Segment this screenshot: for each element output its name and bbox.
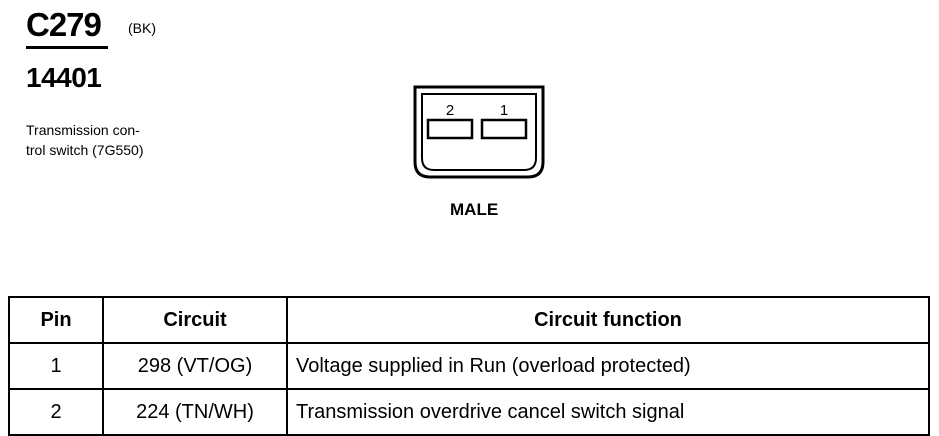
header-circuit: Circuit <box>102 296 288 344</box>
pin-cavity-2 <box>426 118 474 140</box>
pin-number-2: 2 <box>446 102 454 119</box>
cell-pin: 1 <box>8 342 104 390</box>
connector-housing-inner <box>421 93 537 171</box>
cell-circuit: 298 (VT/OG) <box>102 342 288 390</box>
pin-table-header-row: Pin Circuit Circuit function <box>8 296 930 344</box>
title-underline <box>26 46 108 49</box>
connector-color-code: (BK) <box>128 20 156 36</box>
connector-housing-outer <box>413 85 545 179</box>
part-number: 14401 <box>26 62 102 93</box>
connector-gender-label: MALE <box>450 200 499 219</box>
cell-pin: 2 <box>8 388 104 436</box>
component-description: Transmission con- trol switch (7G550) <box>26 120 186 160</box>
connector-id: C279 <box>26 6 102 43</box>
cell-circuit: 224 (TN/WH) <box>102 388 288 436</box>
header-pin: Pin <box>8 296 104 344</box>
table-row: 1 298 (VT/OG) Voltage supplied in Run (o… <box>8 342 930 390</box>
description-line-1: Transmission con- <box>26 122 140 138</box>
header-circuit-function: Circuit function <box>286 296 930 344</box>
connector-face-drawing: 2 1 <box>413 85 545 179</box>
cell-circuit-function: Transmission overdrive cancel switch sig… <box>286 388 930 436</box>
cell-circuit-function: Voltage supplied in Run (overload protec… <box>286 342 930 390</box>
pin-table: Pin Circuit Circuit function 1 298 (VT/O… <box>8 296 930 436</box>
pin-number-1: 1 <box>500 102 508 119</box>
pin-cavity-1 <box>480 118 528 140</box>
description-line-2: trol switch (7G550) <box>26 142 144 158</box>
table-row: 2 224 (TN/WH) Transmission overdrive can… <box>8 388 930 436</box>
